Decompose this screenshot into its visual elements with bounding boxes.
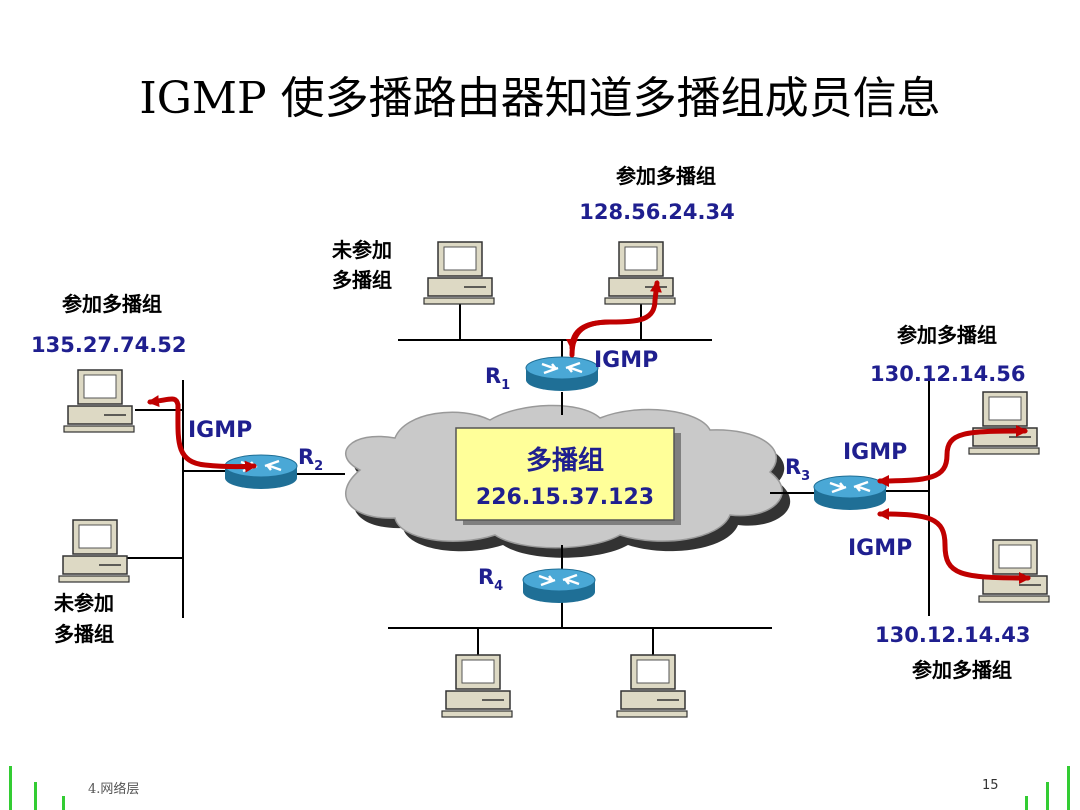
router-r1-icon xyxy=(524,355,600,393)
join-label-right-bottom: 参加多播组 xyxy=(912,658,1012,682)
router-r1-label: R1 xyxy=(485,364,510,393)
host-left-bottom-computer-icon xyxy=(58,519,130,583)
footer-page-number: 15 xyxy=(982,778,999,793)
router-r2-label: R2 xyxy=(298,445,323,474)
slide-title: IGMP 使多播路由器知道多播组成员信息 xyxy=(139,73,941,124)
host-left-top-computer-icon xyxy=(63,369,135,433)
footer-bars-left xyxy=(9,766,65,810)
group-address: 226.15.37.123 xyxy=(476,485,654,510)
router-r3-label: R3 xyxy=(785,455,810,484)
router-r4-label: R4 xyxy=(478,565,503,594)
footer-bars-right xyxy=(1025,766,1070,810)
router-r2-icon xyxy=(223,453,299,491)
host-top-left-computer-icon xyxy=(423,241,495,305)
not-join-label-top-line1: 未参加 xyxy=(332,238,392,262)
join-label-left: 参加多播组 xyxy=(62,292,162,316)
igmp-label-top: IGMP xyxy=(594,348,658,373)
router-r4-icon xyxy=(521,567,597,605)
not-join-label-left-line1: 未参加 xyxy=(54,591,114,615)
host-right-top-computer-icon xyxy=(968,391,1040,455)
host-right-bottom-computer-icon xyxy=(978,539,1050,603)
host-top-right-computer-icon xyxy=(604,241,676,305)
not-join-label-top-line2: 多播组 xyxy=(332,268,392,292)
multicast-group-box xyxy=(455,427,675,521)
footer-chapter: 4.网络层 xyxy=(88,782,140,797)
igmp-label-left: IGMP xyxy=(188,418,252,443)
host-bottom-right-computer-icon xyxy=(616,654,688,718)
igmp-label-right-top: IGMP xyxy=(843,440,907,465)
group-name: 多播组 xyxy=(526,445,604,476)
join-label-right-top: 参加多播组 xyxy=(897,323,997,347)
igmp-label-right-bottom: IGMP xyxy=(848,536,912,561)
ip-label-right-bottom: 130.12.14.43 xyxy=(875,623,1030,647)
join-label-top: 参加多播组 xyxy=(616,164,716,188)
network-links xyxy=(120,300,930,655)
router-r3-icon xyxy=(812,474,888,512)
ip-label-left: 135.27.74.52 xyxy=(31,333,186,357)
host-bottom-left-computer-icon xyxy=(441,654,513,718)
ip-label-right-top: 130.12.14.56 xyxy=(870,362,1025,386)
not-join-label-left-line2: 多播组 xyxy=(54,622,114,646)
ip-label-top: 128.56.24.34 xyxy=(579,200,734,224)
igmp-arrows xyxy=(147,280,1031,584)
